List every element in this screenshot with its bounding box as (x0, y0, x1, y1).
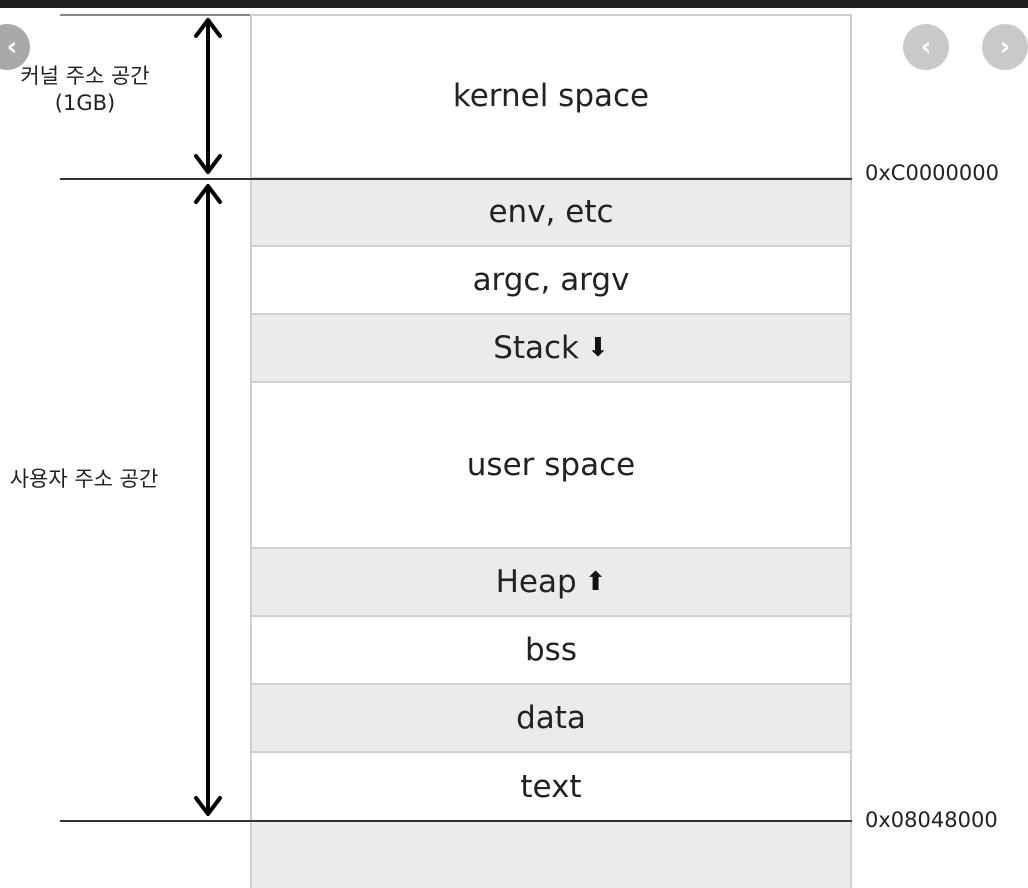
segment-data: data (250, 685, 852, 753)
chevron-left-icon: ‹ (6, 32, 18, 62)
segment-text: text (250, 753, 852, 821)
segment-label: data (516, 700, 586, 736)
box-top-border (250, 14, 852, 16)
segment-below-text (250, 821, 852, 888)
segment-label: kernel space (452, 77, 650, 114)
prev-image-button[interactable]: ‹ (903, 24, 949, 70)
segment-label: Stack (493, 330, 580, 366)
chevron-left-icon: ‹ (920, 32, 932, 62)
user-space-label: 사용자 주소 공간 (0, 466, 174, 493)
segment-label: text (520, 769, 582, 805)
segment-argc-argv: argc, argv (250, 247, 852, 315)
address-text-start: 0x08048000 (865, 808, 998, 832)
kernel-space-title: 커널 주소 공간 (20, 64, 150, 88)
chevron-right-icon: › (999, 32, 1011, 62)
top-bar (0, 0, 1028, 8)
kernel-boundary-line (60, 178, 852, 180)
segment-label: user space (466, 447, 636, 483)
range-arrows (194, 18, 222, 816)
segment-stack: Stack ⬇ (250, 315, 852, 383)
user-bottom-boundary-line (60, 820, 852, 822)
segment-label: env, etc (488, 194, 614, 230)
top-boundary-line (60, 14, 250, 16)
kernel-space-size: (1GB) (54, 91, 116, 115)
segment-user-space: user space (250, 383, 852, 549)
arrow-up-icon: ⬆ (584, 567, 607, 597)
segment-env: env, etc (250, 179, 852, 247)
segment-bss: bss (250, 617, 852, 685)
segment-heap: Heap ⬆ (250, 549, 852, 617)
segment-kernel-space: kernel space (250, 14, 852, 179)
address-kernel-start: 0xC0000000 (865, 161, 999, 185)
user-space-title: 사용자 주소 공간 (9, 467, 159, 491)
segment-label: argc, argv (472, 262, 630, 298)
segment-label: bss (525, 632, 577, 668)
kernel-space-label: 커널 주소 공간 (1GB) (0, 63, 170, 117)
segment-label: Heap (495, 564, 577, 600)
arrow-down-icon: ⬇ (587, 333, 609, 363)
next-image-button[interactable]: › (982, 24, 1028, 70)
